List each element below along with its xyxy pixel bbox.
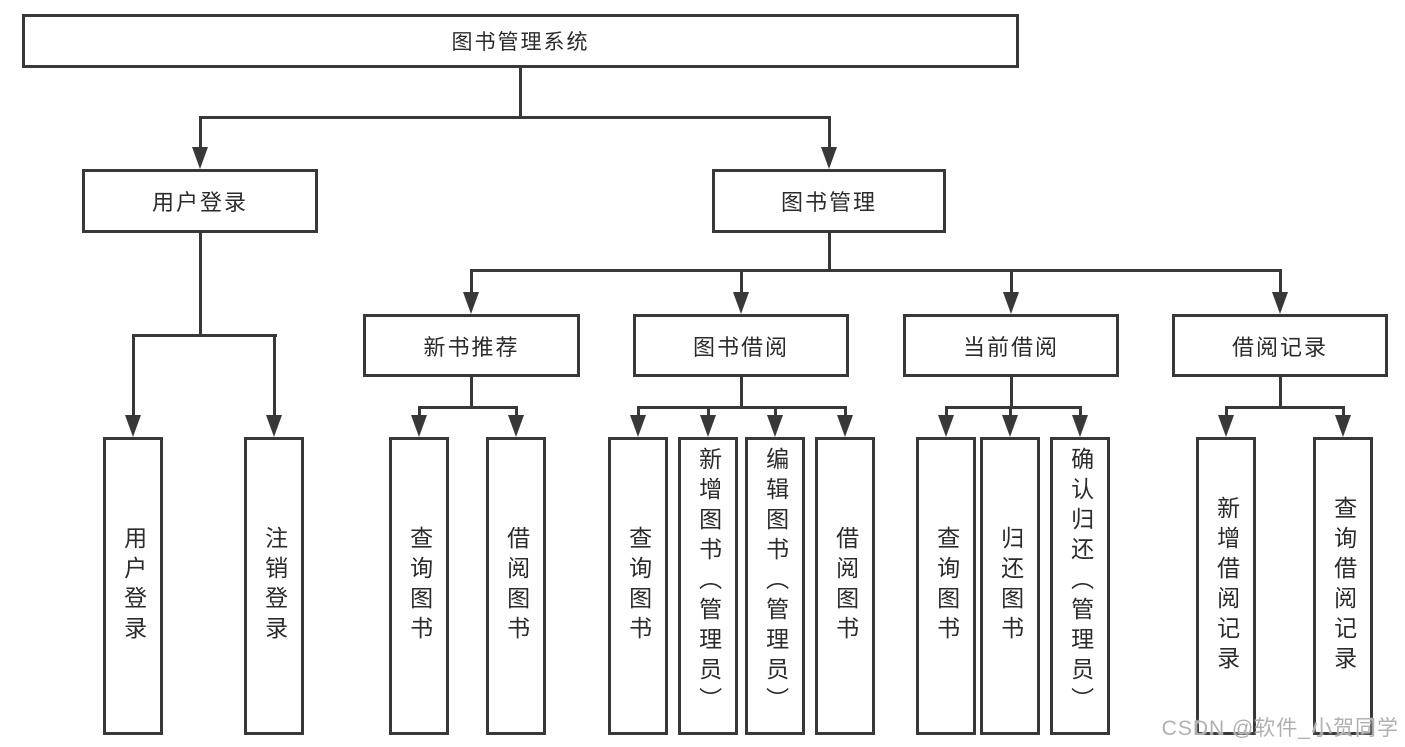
arrowhead-icon	[1003, 292, 1019, 314]
node-root-system: 图书管理系统	[22, 14, 1019, 68]
leaf-user-login: 用户登录	[103, 437, 163, 735]
arrowhead-icon	[837, 415, 853, 437]
connector	[469, 269, 1282, 272]
leaf-query-books-recommend: 查询图书	[389, 437, 449, 735]
leaf-confirm-return-admin: 确认归还（管理员）	[1050, 437, 1110, 735]
connector	[739, 377, 743, 409]
arrowhead-icon	[508, 415, 524, 437]
arrowhead-icon	[411, 415, 427, 437]
leaf-query-books-current: 查询图书	[916, 437, 976, 735]
connector	[1008, 406, 1012, 420]
leaf-label: 确认归还（管理员）	[1067, 447, 1094, 717]
connector	[198, 233, 202, 337]
arrowhead-icon	[463, 292, 479, 314]
arrowhead-icon	[630, 415, 646, 437]
arrowhead-icon	[700, 415, 716, 437]
connector	[417, 406, 421, 420]
leaf-label: 归还图书	[997, 526, 1024, 646]
connector	[843, 406, 847, 420]
node-borrow-records: 借阅记录	[1172, 314, 1388, 377]
connector	[469, 377, 473, 409]
leaf-label: 查询图书	[406, 526, 433, 646]
connector	[198, 116, 202, 149]
connector	[1224, 406, 1345, 409]
connector	[514, 406, 518, 420]
leaf-logout: 注销登录	[244, 437, 304, 735]
csdn-watermark: CSDN @软件_小贺同学	[1161, 717, 1399, 740]
connector	[198, 116, 831, 119]
arrowhead-icon	[192, 147, 208, 169]
connector	[636, 406, 847, 409]
arrowhead-icon	[1072, 415, 1088, 437]
connector	[1278, 269, 1282, 297]
arrowhead-icon	[1272, 292, 1288, 314]
connector	[1341, 406, 1345, 420]
connector	[706, 406, 710, 420]
arrowhead-icon	[1002, 415, 1018, 437]
connector	[636, 406, 640, 420]
leaf-label: 新增借阅记录	[1213, 496, 1240, 676]
connector	[1278, 377, 1282, 409]
node-new-book-recommend: 新书推荐	[363, 314, 580, 377]
connector	[739, 269, 743, 297]
leaf-add-books-admin: 新增图书（管理员）	[678, 437, 738, 735]
node-book-management-module: 图书管理	[712, 169, 946, 233]
leaf-label: 借阅图书	[503, 526, 530, 646]
connector	[131, 334, 135, 419]
leaf-query-borrow-record: 查询借阅记录	[1313, 437, 1373, 735]
connector	[1078, 406, 1082, 420]
arrowhead-icon	[821, 147, 837, 169]
leaf-edit-books-admin: 编辑图书（管理员）	[745, 437, 805, 735]
leaf-label: 新增图书（管理员）	[695, 447, 722, 717]
leaf-borrow-books-recommend: 借阅图书	[486, 437, 546, 735]
arrowhead-icon	[733, 292, 749, 314]
connector	[1009, 269, 1013, 297]
arrowhead-icon	[938, 415, 954, 437]
arrowhead-icon	[125, 415, 141, 437]
arrowhead-icon	[1335, 415, 1351, 437]
leaf-label: 查询图书	[625, 526, 652, 646]
connector	[827, 116, 831, 149]
connector	[1009, 377, 1013, 409]
connector	[1224, 406, 1228, 420]
connector	[944, 406, 948, 420]
connector	[469, 269, 473, 297]
connector	[417, 406, 518, 409]
connector	[773, 406, 777, 420]
node-current-borrowing: 当前借阅	[903, 314, 1119, 377]
leaf-label: 查询借阅记录	[1330, 496, 1357, 676]
connector	[131, 334, 277, 337]
leaf-label: 查询图书	[933, 526, 960, 646]
arrowhead-icon	[266, 415, 282, 437]
connector	[944, 406, 1082, 409]
leaf-add-borrow-record: 新增借阅记录	[1196, 437, 1256, 735]
connector	[272, 334, 276, 419]
arrowhead-icon	[767, 415, 783, 437]
leaf-label: 注销登录	[261, 526, 288, 646]
leaf-label: 借阅图书	[832, 526, 859, 646]
leaf-return-books: 归还图书	[980, 437, 1040, 735]
arrowhead-icon	[1218, 415, 1234, 437]
connector	[827, 233, 831, 272]
node-book-borrowing: 图书借阅	[633, 314, 849, 377]
leaf-label: 编辑图书（管理员）	[762, 447, 789, 717]
leaf-label: 用户登录	[120, 526, 147, 646]
node-user-login-module: 用户登录	[82, 169, 318, 233]
leaf-borrow-books: 借阅图书	[815, 437, 875, 735]
connector	[518, 68, 522, 118]
leaf-query-books-borrowing: 查询图书	[608, 437, 668, 735]
